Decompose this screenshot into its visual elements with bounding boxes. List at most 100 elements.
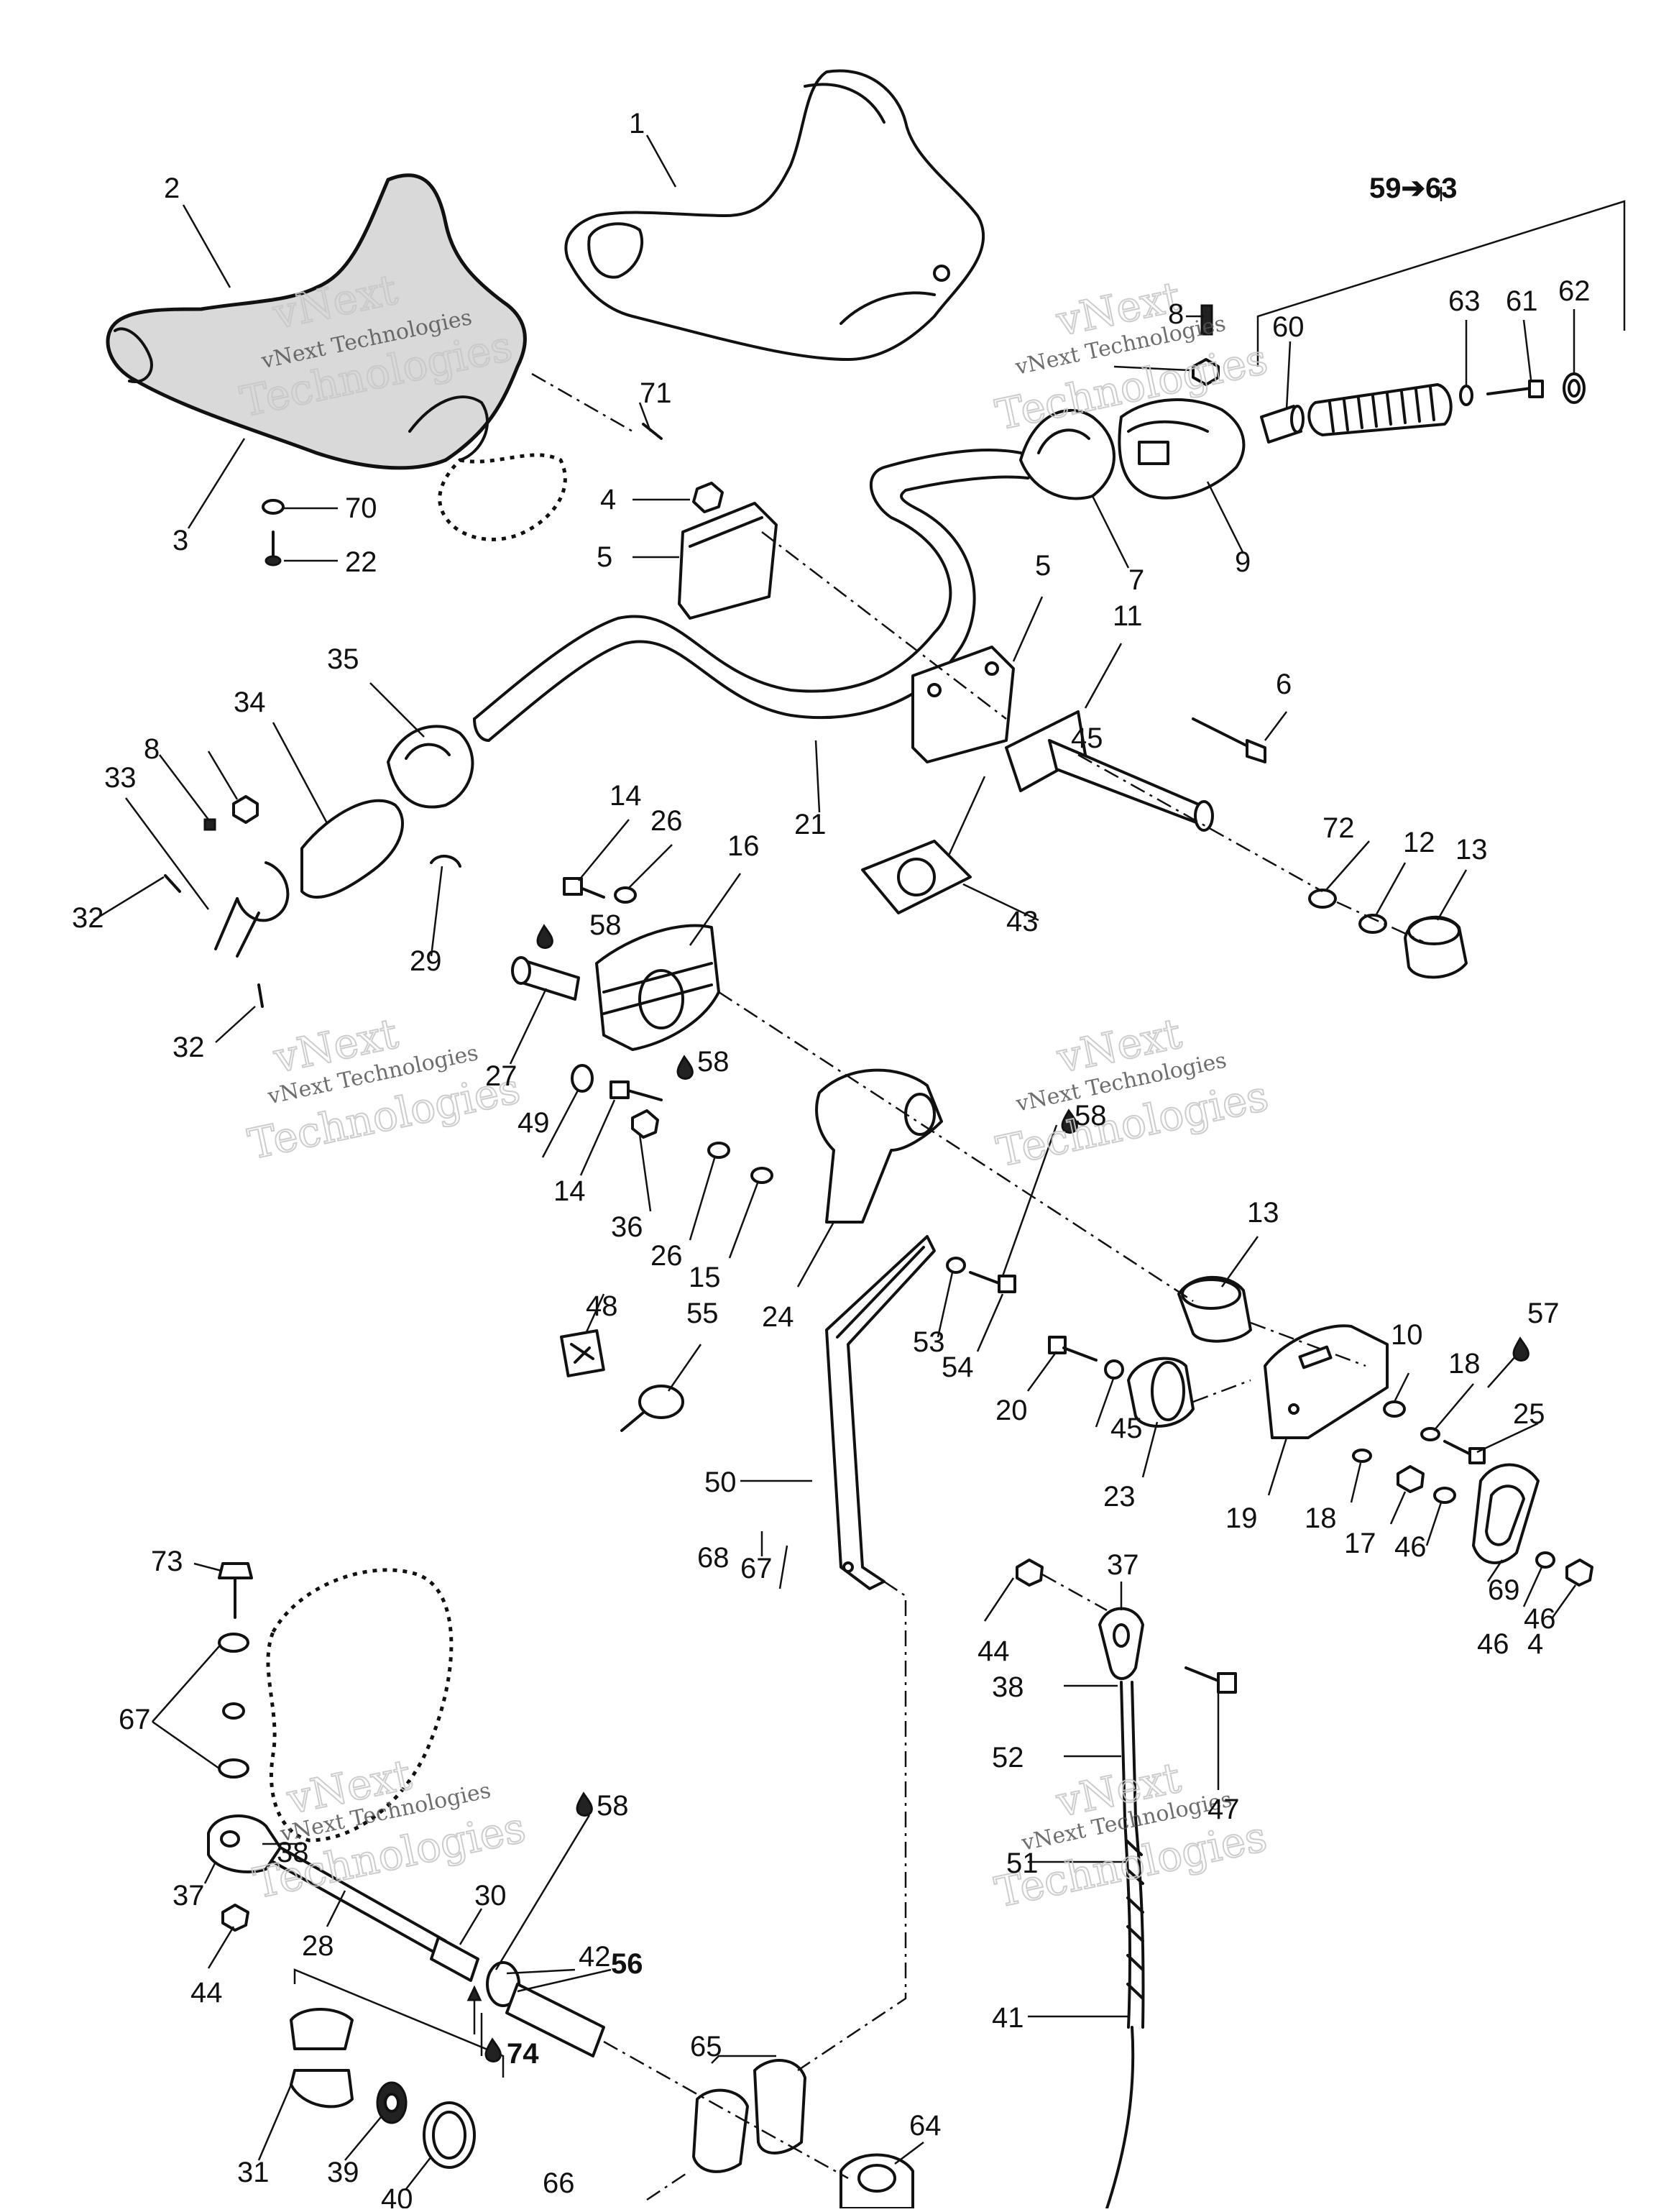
- part-5-clamp-lower: [911, 646, 1015, 763]
- callout-label: 21: [794, 809, 827, 840]
- callout-label: 17: [1344, 1528, 1376, 1559]
- assembly-line-support: [797, 1580, 907, 2072]
- part-37-ball-joint-right: [1098, 1607, 1144, 1680]
- part-46-washer-far: [1535, 1551, 1555, 1569]
- part-4-nut-upper: [692, 482, 724, 513]
- callout-label: 38: [992, 1671, 1024, 1703]
- callout-label: 14: [610, 780, 642, 812]
- callout-label: 8: [144, 733, 160, 765]
- callout-label: 48: [586, 1290, 618, 1322]
- part-43-plate: [861, 840, 972, 914]
- part-70-washer: [262, 499, 285, 515]
- callout-label: 33: [104, 762, 137, 794]
- callout-label: 35: [327, 643, 359, 675]
- part-13-bushing-lower: [1177, 1275, 1252, 1343]
- callout-label: 74: [507, 2038, 539, 2070]
- part-53-bolt: [969, 1271, 1016, 1293]
- callout-label: 39: [327, 2157, 359, 2188]
- callout-label: 7: [1128, 564, 1144, 596]
- oil-drop-icon-57: [1512, 1336, 1530, 1362]
- callout-label: 8: [1168, 298, 1184, 330]
- part-22-screw: [264, 531, 282, 566]
- part-52-cable-rod: [1120, 1681, 1137, 1820]
- callout-label: 45: [1071, 722, 1103, 754]
- part-19-bracket: [1264, 1324, 1389, 1439]
- callout-label: 69: [1488, 1574, 1520, 1606]
- assembly-line-cable: [603, 2040, 849, 2180]
- oil-drop-icon-74: [484, 2037, 502, 2062]
- callout-label: 16: [727, 830, 760, 862]
- part-48-plate: [560, 1329, 605, 1377]
- callout-label: 18: [1305, 1502, 1337, 1534]
- part-44-nut-lower: [221, 1904, 249, 1932]
- part-28-cable-rod: [272, 1846, 447, 1957]
- callout-label: 18: [1448, 1348, 1481, 1380]
- part-73-bolt: [218, 1562, 253, 1619]
- part-31-half-bushing-upper: [290, 2008, 354, 2050]
- part-8-set-screw-left: [203, 818, 216, 831]
- assembly-line-clamp: [761, 531, 1007, 720]
- part-65-clamp-half-left: [692, 2088, 749, 2173]
- callout-label: 34: [234, 687, 266, 718]
- callout-label: 27: [485, 1060, 518, 1092]
- part-40-ring: [423, 2101, 476, 2169]
- callout-label: 5: [597, 541, 612, 573]
- leader-71-dash: [531, 372, 633, 433]
- callout-label: 61: [1506, 285, 1538, 317]
- callout-label: 14: [553, 1175, 586, 1207]
- gasket-outline-dotted: [438, 453, 567, 541]
- assembly-line-nut: [1041, 1573, 1108, 1612]
- callout-label: 29: [410, 945, 442, 977]
- watermark-mid-left: vNext vNext Technologies Technologies: [244, 1008, 525, 1170]
- callout-label: 53: [913, 1326, 945, 1358]
- part-31-half-bushing-lower: [290, 2069, 354, 2108]
- part-72-washer: [1308, 889, 1337, 909]
- callout-label: 46: [1394, 1531, 1427, 1563]
- callout-label: 20: [995, 1395, 1028, 1426]
- callout-label: 38: [277, 1837, 309, 1868]
- part-39-grommet: [376, 2081, 408, 2124]
- callout-label: 40: [381, 2183, 413, 2208]
- part-59-grip: [1307, 383, 1453, 436]
- callout-label: 57: [1527, 1298, 1560, 1329]
- leader-lines: [93, 134, 1577, 2190]
- callout-label: 67: [740, 1553, 773, 1584]
- part-67-washer-top: [218, 1633, 249, 1653]
- callout-label: 58: [589, 909, 622, 941]
- callout-label: 12: [1403, 827, 1435, 858]
- part-1-handlebar-cover: [564, 69, 985, 361]
- callout-label: 62: [1558, 275, 1591, 307]
- callout-label: 41: [992, 2002, 1024, 2034]
- arrow-up-icon-74: [466, 1985, 482, 2034]
- callout-label: 25: [1513, 1398, 1545, 1430]
- callout-label: 9: [1235, 546, 1251, 578]
- callout-labels: 1 2 3 4 5 5 6 7 8 9 11 12 13 13 14 14 15…: [72, 108, 1591, 2212]
- part-45-nut-upper: [1192, 358, 1220, 386]
- callout-label: 58: [597, 1790, 629, 1822]
- part-24-steering-arm: [815, 1068, 943, 1224]
- bracket-31-40: [293, 1968, 505, 2078]
- callout-label: 26: [650, 1240, 683, 1272]
- part-56-fitting: [505, 1983, 605, 2057]
- callout-label: 67: [119, 1704, 151, 1735]
- callout-label: 58: [1075, 1100, 1107, 1132]
- callout-label: 55: [686, 1298, 719, 1329]
- part-32-pin-upper: [164, 874, 181, 893]
- part-8-set-screw-upper: [1200, 304, 1213, 336]
- part-30-sleeve: [430, 1936, 479, 1982]
- part-2-3-foam-pad: [106, 173, 527, 470]
- callout-label: 6: [1276, 669, 1292, 700]
- part-9-throttle-housing: [1118, 398, 1246, 500]
- part-20-bolt: [1048, 1336, 1098, 1362]
- part-17-nut: [1397, 1465, 1425, 1493]
- callout-label: 44: [978, 1635, 1010, 1667]
- oil-drop-icon-58-mid: [676, 1055, 694, 1080]
- part-7-grip-cap: [1019, 408, 1116, 500]
- watermark-mid-right: vNext vNext Technologies Technologies: [992, 1008, 1274, 1177]
- callout-label: 72: [1322, 812, 1355, 844]
- part-65-clamp-half-right: [753, 2059, 806, 2154]
- part-41-cable: [1105, 2026, 1135, 2210]
- callout-label: 3: [172, 525, 188, 556]
- callout-label: 60: [1272, 311, 1305, 343]
